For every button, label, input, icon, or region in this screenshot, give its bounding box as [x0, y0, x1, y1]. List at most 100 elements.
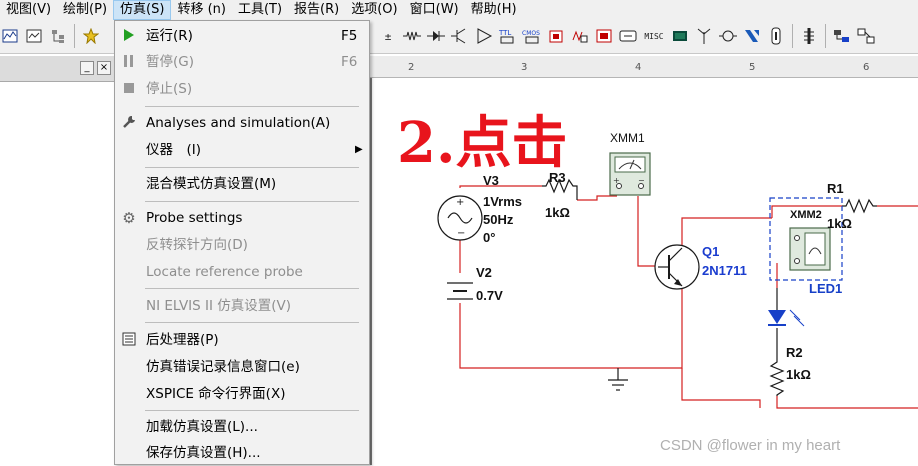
menu-bar: 视图(V) 绘制(P) 仿真(S) 转移 (n) 工具(T) 报告(R) 选项(… [0, 0, 918, 20]
place-hierarchical-block-icon[interactable] [832, 24, 852, 48]
menu-transfer[interactable]: 转移 (n) [177, 2, 226, 17]
grapher-icon[interactable] [0, 24, 20, 48]
menu-divider [145, 106, 359, 107]
panel-close-button[interactable]: × [97, 61, 111, 75]
r1-value: 1kΩ [827, 216, 852, 231]
menu-divider [145, 410, 359, 411]
simulate-menu: 运行(R) F5 暂停(G) F6 停止(S) Analyses and sim… [114, 20, 370, 465]
menu-item-locate-probe[interactable]: Locate reference probe [146, 264, 303, 280]
menu-divider [145, 288, 359, 289]
menu-window[interactable]: 窗口(W) [409, 2, 459, 17]
menu-item-reverse-probe[interactable]: 反转探针方向(D) [146, 237, 248, 253]
component-wizard-icon[interactable] [81, 24, 101, 48]
menu-item-instruments[interactable]: 仪器 (I) ▶ [115, 137, 369, 163]
menu-item-error-log[interactable]: 仿真错误记录信息窗口(e) [146, 359, 300, 375]
stop-icon [121, 81, 137, 97]
menu-item-probe-settings[interactable]: ⚙ Probe settings [122, 209, 243, 227]
menu-item-postprocessor[interactable]: 后处理器(P) [115, 327, 369, 353]
ruler-tick: 6 [863, 62, 870, 73]
advanced-peripherals-icon[interactable] [670, 24, 690, 48]
v3-phase: 0° [483, 230, 496, 245]
menu-divider [145, 167, 359, 168]
place-subcircuit-icon[interactable] [856, 24, 876, 48]
bus-icon[interactable] [799, 24, 819, 48]
svg-text:−: − [638, 176, 645, 185]
gear-icon: ⚙ [122, 209, 136, 227]
menu-item-mixed-mode[interactable]: 混合模式仿真设置(M) [146, 176, 277, 192]
menu-tools[interactable]: 工具(T) [237, 2, 283, 17]
menu-reports[interactable]: 报告(R) [294, 2, 340, 17]
mixed-icon[interactable] [570, 24, 590, 48]
analog-icon[interactable] [474, 24, 494, 48]
basic-icon[interactable] [402, 24, 422, 48]
menu-divider [145, 322, 359, 323]
r1-name: R1 [827, 181, 844, 196]
menu-item-stop[interactable]: 停止(S) [115, 76, 369, 102]
ruler-tick: 2 [408, 62, 415, 73]
menu-help[interactable]: 帮助(H) [470, 2, 517, 17]
rf-icon[interactable] [694, 24, 714, 48]
misc-icon[interactable]: MISC [644, 31, 664, 41]
wrench-icon [121, 115, 137, 131]
v3-amplitude: 1Vrms [483, 194, 523, 209]
svg-text:CMOS: CMOS [522, 30, 540, 37]
postprocessor-icon[interactable] [24, 24, 44, 48]
connector-icon[interactable] [766, 24, 786, 48]
menu-item-run[interactable]: 运行(R) F5 [115, 23, 369, 49]
cmos-icon[interactable]: CMOS [522, 24, 542, 48]
indicator-icon[interactable] [594, 24, 614, 48]
menu-item-load-settings[interactable]: 加载仿真设置(L)... [146, 419, 258, 435]
toolbar-left-group [0, 24, 101, 48]
xmm1-label: XMM1 [610, 131, 645, 145]
horizontal-ruler: 2 3 4 5 6 [370, 56, 918, 78]
v3-frequency: 50Hz [483, 212, 514, 227]
menu-view[interactable]: 视图(V) [6, 2, 52, 17]
submenu-arrow-icon: ▶ [355, 144, 363, 155]
svg-text:+: + [613, 176, 620, 185]
q1-model: 2N1711 [702, 263, 747, 278]
v2-name: V2 [476, 265, 492, 280]
toolbar-separator [74, 24, 75, 48]
run-shortcut: F5 [341, 28, 358, 44]
svg-text:+: + [456, 197, 464, 208]
play-icon [121, 28, 137, 44]
led1-label: LED1 [809, 281, 843, 296]
svg-text:−: − [457, 228, 465, 239]
menu-divider [145, 201, 359, 202]
menu-item-pause[interactable]: 暂停(G) F6 [115, 49, 369, 75]
ttl-icon[interactable]: TTL [498, 24, 518, 48]
ruler-tick: 3 [521, 62, 528, 73]
menu-simulate[interactable]: 仿真(S) [113, 0, 172, 20]
panel-minimize-button[interactable]: _ [80, 61, 94, 75]
transistor-icon[interactable] [450, 24, 470, 48]
menu-item-save-settings[interactable]: 保存仿真设置(H)... [146, 445, 261, 461]
source-icon[interactable]: ± [384, 29, 392, 43]
handwritten-annotation: 2.点击 [397, 110, 568, 176]
r2-value: 1kΩ [786, 367, 811, 382]
design-toolbox-header: _ × [0, 56, 118, 82]
q1-name: Q1 [702, 244, 720, 259]
misc-digital-icon[interactable] [546, 24, 566, 48]
schematic-canvas[interactable]: + − + − [370, 78, 918, 465]
ruler-tick: 4 [635, 62, 642, 73]
ni-component-icon[interactable] [742, 24, 762, 48]
svg-text:TTL: TTL [498, 29, 511, 37]
r3-value: 1kΩ [545, 205, 570, 220]
xmm2-label: XMM2 [790, 209, 822, 221]
design-toolbox-panel [0, 82, 118, 465]
menu-item-xspice[interactable]: XSPICE 命令行界面(X) [146, 386, 286, 402]
toolbar-separator [825, 24, 826, 48]
toolbar-components-group: ± TTL CMOS MISC [378, 24, 876, 48]
r3-name: R3 [549, 170, 566, 185]
menu-draw[interactable]: 绘制(P) [63, 2, 108, 17]
power-icon[interactable] [618, 24, 638, 48]
v2-value: 0.7V [476, 288, 503, 303]
hierarchy-icon[interactable] [48, 24, 68, 48]
electromechanical-icon[interactable] [718, 24, 738, 48]
menu-item-ni-elvis[interactable]: NI ELVIS II 仿真设置(V) [146, 298, 292, 314]
diode-icon[interactable] [426, 24, 446, 48]
menu-item-analyses[interactable]: Analyses and simulation(A) [115, 110, 369, 136]
menu-options[interactable]: 选项(O) [351, 2, 398, 17]
watermark: CSDN @flower in my heart [660, 437, 841, 454]
v3-name: V3 [483, 173, 499, 188]
